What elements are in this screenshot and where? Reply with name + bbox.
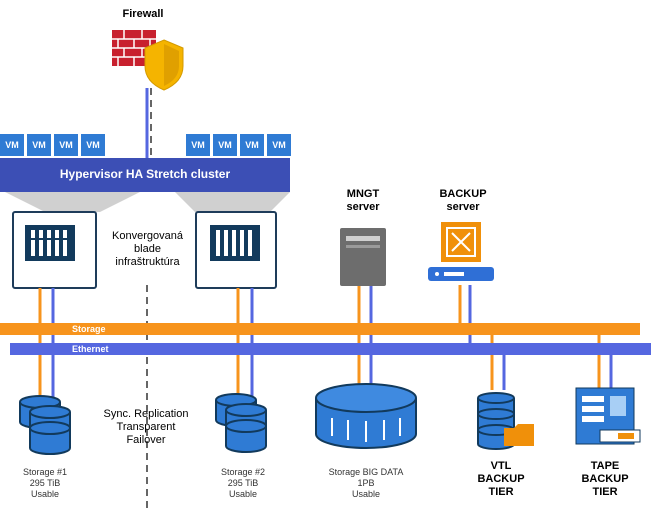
funnel-right bbox=[175, 192, 290, 212]
tape-label: TAPE BACKUP TIER bbox=[581, 460, 629, 498]
ethernet-network-bar bbox=[10, 343, 651, 355]
vm-box: VM bbox=[240, 134, 264, 156]
blade-chassis-icon-left bbox=[25, 225, 75, 261]
storage-network-bar bbox=[0, 323, 640, 335]
firewall-label: Firewall bbox=[122, 8, 164, 20]
vtl-label: VTL BACKUP TIER bbox=[477, 460, 525, 498]
ethernet-network-label: Ethernet bbox=[72, 344, 109, 354]
funnel-left bbox=[5, 192, 140, 212]
folder-icon bbox=[504, 424, 534, 446]
storage-network-label: Storage bbox=[72, 324, 106, 334]
vm-box: VM bbox=[27, 134, 51, 156]
backup-appliance-icon bbox=[428, 222, 494, 281]
firewall-icon bbox=[112, 30, 184, 91]
tape-library-icon bbox=[575, 387, 641, 445]
hypervisor-label: Hypervisor HA Stretch cluster bbox=[59, 167, 231, 181]
vm-box: VM bbox=[81, 134, 105, 156]
hypervisor-bar bbox=[0, 158, 290, 192]
storage2-label: Storage #2 295 TiB Usable bbox=[220, 467, 266, 499]
vm-box: VM bbox=[186, 134, 210, 156]
storage1-label: Storage #1 295 TiB Usable bbox=[22, 467, 68, 499]
server-tower-icon bbox=[340, 228, 386, 286]
vm-box: VM bbox=[267, 134, 291, 156]
sync-label: Sync. Replication Transparent Failover bbox=[103, 408, 189, 447]
vm-box: VM bbox=[0, 134, 24, 156]
vm-box: VM bbox=[54, 134, 78, 156]
blade-label: Konvergovaná blade infraštruktúra bbox=[112, 230, 183, 269]
database-stack-icon-1 bbox=[19, 395, 71, 455]
mngt-label: MNGT server bbox=[346, 188, 380, 214]
database-stack-icon-2 bbox=[215, 393, 267, 453]
backup-label: BACKUP server bbox=[439, 188, 487, 214]
vm-box: VM bbox=[213, 134, 237, 156]
big-data-cylinder-icon bbox=[315, 383, 417, 449]
bigdata-label: Storage BIG DATA 1PB Usable bbox=[328, 467, 404, 499]
blade-chassis-icon-right bbox=[210, 225, 260, 261]
